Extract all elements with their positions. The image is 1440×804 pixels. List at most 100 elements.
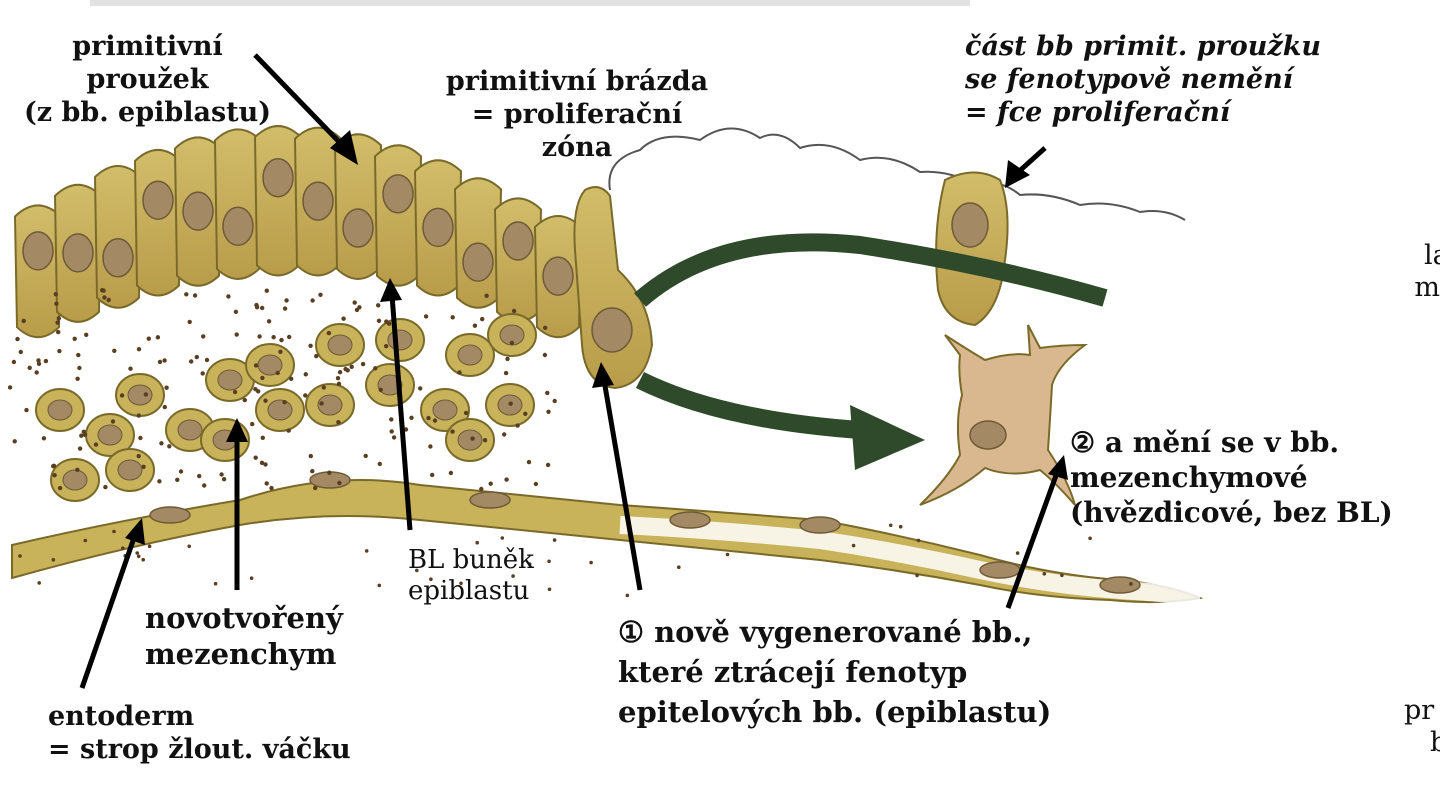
granule (7, 385, 13, 390)
granule (308, 453, 313, 459)
granule (77, 446, 83, 451)
granule (157, 479, 162, 484)
granule (187, 319, 192, 325)
granule (275, 370, 280, 376)
granule (545, 462, 551, 468)
granule (232, 389, 238, 395)
epiblast-cell (373, 144, 423, 287)
entoderm-nucleus (149, 506, 191, 524)
granule (423, 314, 429, 319)
granule (546, 409, 551, 414)
granule (259, 460, 265, 465)
granule (472, 323, 478, 328)
granule (363, 453, 368, 459)
granule (121, 546, 125, 550)
cell-nucleus (262, 157, 294, 198)
cell-nucleus (462, 242, 494, 282)
granule (257, 334, 262, 339)
granule (271, 335, 276, 340)
granule (164, 385, 169, 390)
granule (508, 401, 513, 406)
amnion-membrane (608, 127, 1186, 221)
granule (484, 293, 489, 298)
granule (504, 477, 509, 482)
granule (159, 441, 164, 446)
granule (457, 370, 462, 375)
granule (102, 295, 107, 300)
granule (409, 415, 414, 420)
cell-nucleus (222, 206, 254, 246)
label-line: = fce proliferační (965, 97, 1231, 128)
granule (502, 432, 507, 437)
epiblast-sheet (13, 125, 583, 339)
granule (219, 472, 224, 477)
granule (136, 453, 141, 459)
granule (201, 334, 206, 339)
granule (915, 573, 919, 578)
granule (79, 433, 84, 438)
granule (448, 470, 454, 476)
pointer-change (1005, 455, 1068, 609)
granule (250, 421, 255, 427)
granule (389, 417, 394, 422)
granule (11, 359, 17, 365)
granule (260, 435, 265, 440)
cell-nucleus (382, 174, 414, 214)
edge-fragment-right-bottom: pr b (1404, 695, 1440, 759)
label-primitive-streak: primitivní proužek (z bb. epiblastu) (15, 30, 280, 129)
granule (429, 577, 433, 581)
label-line: BL buněk (408, 545, 534, 575)
granule (354, 307, 360, 313)
new-mesenchyme-cells (35, 313, 537, 502)
granule (898, 524, 903, 529)
edge-text: pr (1404, 695, 1435, 726)
granule (523, 411, 528, 416)
epiblast-cell (93, 165, 143, 309)
edge-fragment-right-top: la m (1410, 240, 1440, 304)
label-line: = proliferační (471, 99, 683, 130)
cell-nucleus (102, 238, 134, 278)
granule (389, 429, 394, 434)
label-line: část bb primit. proužku (965, 31, 1322, 62)
label-line: (hvězdicové, bez BL) (1070, 496, 1393, 529)
granule (403, 427, 409, 432)
granule (373, 366, 378, 371)
granule (192, 293, 198, 298)
granule (93, 442, 99, 447)
epiblast-cell (253, 125, 303, 277)
granule (51, 558, 56, 562)
granule (888, 523, 893, 528)
granule (54, 301, 59, 306)
pointer-entoderm (79, 518, 145, 689)
label-new-mesenchyme: novotvořený mezenchym (145, 600, 343, 672)
granule (135, 551, 139, 555)
stellate-mesenchyme-cell (919, 324, 1089, 506)
pointer-new-cells (592, 362, 643, 591)
granule (509, 340, 515, 346)
label-line: entoderm (48, 701, 195, 732)
granule (202, 483, 207, 488)
cell-nucleus (317, 394, 343, 416)
cell-nucleus (117, 459, 143, 481)
epiblast-cell (213, 128, 263, 280)
granule (1060, 573, 1064, 578)
granule (233, 309, 239, 314)
granule (43, 358, 49, 364)
granule (851, 543, 856, 548)
granule (141, 464, 146, 469)
granule (527, 562, 532, 566)
granule (282, 306, 288, 311)
granule (1015, 551, 1020, 555)
granule (480, 316, 485, 322)
granule (52, 473, 57, 478)
granule (552, 398, 557, 404)
granule (526, 459, 532, 465)
granule (384, 344, 389, 349)
granule (56, 329, 61, 335)
granule (430, 472, 435, 478)
cell-nucleus (62, 469, 88, 491)
granule (545, 390, 550, 396)
granule (263, 462, 268, 467)
granule (321, 385, 326, 390)
granule (138, 435, 143, 441)
